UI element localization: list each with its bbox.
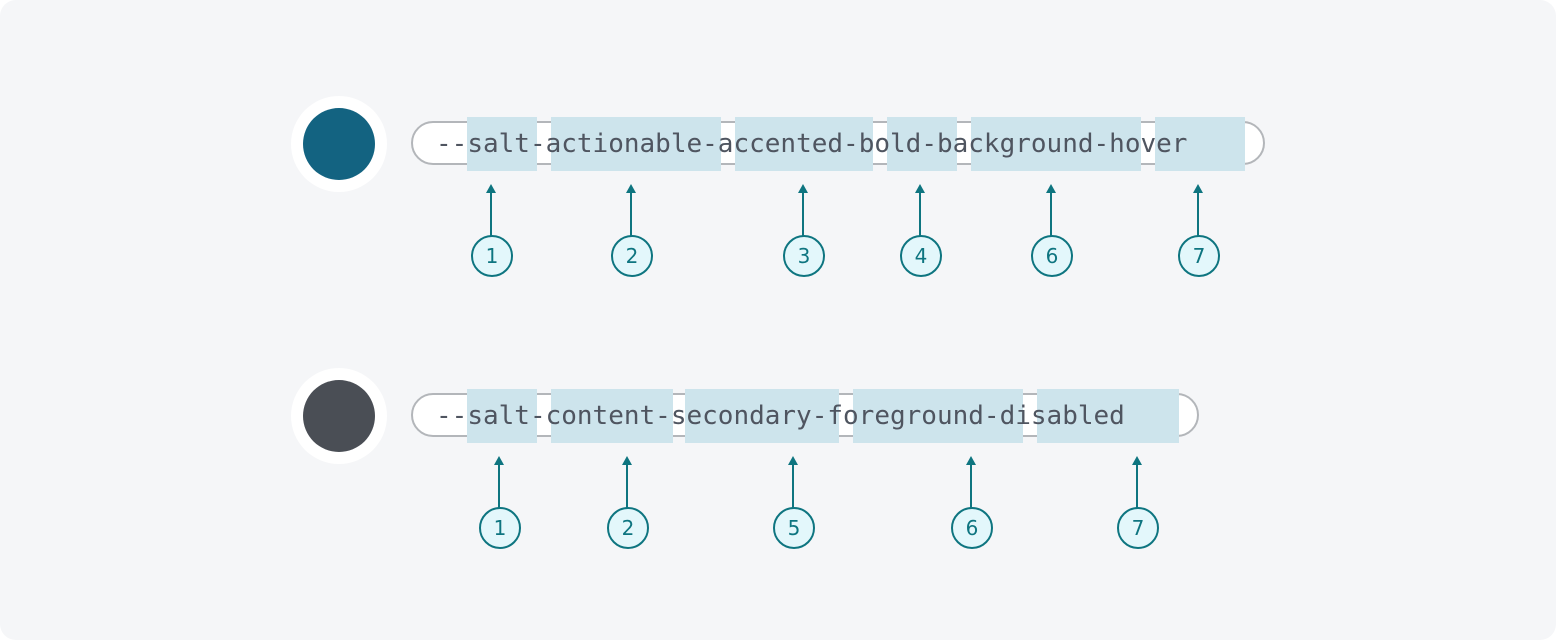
token-segment: content — [545, 401, 656, 431]
token-segment: - — [983, 401, 1000, 431]
swatch-dot — [303, 380, 375, 452]
arrow-up-icon — [1132, 456, 1142, 465]
arrow-up-icon — [798, 184, 808, 193]
token-segment: actionable — [545, 129, 703, 159]
highlight-disabled — [1037, 389, 1179, 443]
token-segment: - — [921, 129, 937, 159]
badge-4: 4 — [900, 235, 942, 277]
badge-7: 7 — [1178, 235, 1220, 277]
highlight-secondary — [685, 389, 839, 443]
swatch-dot — [303, 108, 375, 180]
token-segment: salt — [467, 129, 530, 159]
arrow-stem — [1197, 192, 1199, 236]
token-segment: - — [1093, 129, 1110, 159]
highlight-hover — [1155, 117, 1245, 171]
badge-2: 2 — [611, 235, 653, 277]
arrow-stem — [626, 464, 628, 508]
badge-6: 6 — [1031, 235, 1073, 277]
arrow-up-icon — [626, 184, 636, 193]
token-segment: - — [529, 129, 546, 159]
token-segment: -- — [436, 129, 468, 159]
token-segment: accented — [717, 129, 844, 159]
color-swatch-1 — [291, 96, 387, 192]
badge-5: 5 — [773, 507, 815, 549]
arrow-up-icon — [788, 456, 798, 465]
token-segment: - — [529, 401, 546, 431]
badge-3: 3 — [783, 235, 825, 277]
arrow-stem — [498, 464, 500, 508]
highlight-salt — [467, 117, 537, 171]
token-segment: salt — [467, 401, 530, 431]
arrow-up-icon — [494, 456, 504, 465]
color-swatch-2 — [291, 368, 387, 464]
token-segment: hover — [1109, 129, 1188, 159]
arrow-up-icon — [915, 184, 925, 193]
badge-1: 1 — [479, 507, 521, 549]
arrow-stem — [792, 464, 794, 508]
highlight-actionable — [551, 117, 721, 171]
highlight-bold — [887, 117, 957, 171]
arrow-stem — [1136, 464, 1138, 508]
badge-6: 6 — [951, 507, 993, 549]
highlight-salt — [467, 389, 537, 443]
arrow-stem — [919, 192, 921, 236]
highlight-background — [971, 117, 1141, 171]
highlight-foreground — [853, 389, 1023, 443]
token-name-1: --salt-actionable-accented-bold-backgrou… — [436, 118, 1187, 170]
token-name-2: --salt-content-secondary-foreground-disa… — [436, 390, 1125, 442]
arrow-stem — [630, 192, 632, 236]
arrow-stem — [1050, 192, 1052, 236]
badge-2: 2 — [607, 507, 649, 549]
token-segment: background — [936, 129, 1094, 159]
token-segment: secondary — [670, 401, 812, 431]
highlight-content — [551, 389, 673, 443]
arrow-stem — [490, 192, 492, 236]
arrow-up-icon — [966, 456, 976, 465]
token-segment: foreground — [827, 401, 984, 431]
token-segment: - — [843, 129, 859, 159]
arrow-up-icon — [1046, 184, 1056, 193]
token-segment: - — [655, 401, 671, 431]
arrow-up-icon — [486, 184, 496, 193]
badge-1: 1 — [471, 235, 513, 277]
token-segment: - — [811, 401, 828, 431]
highlight-accented — [735, 117, 873, 171]
arrow-stem — [802, 192, 804, 236]
token-segment: - — [702, 129, 718, 159]
badge-7: 7 — [1117, 507, 1159, 549]
arrow-up-icon — [622, 456, 632, 465]
arrow-stem — [970, 464, 972, 508]
token-segment: disabled — [999, 401, 1125, 431]
token-segment: bold — [858, 129, 922, 159]
arrow-up-icon — [1193, 184, 1203, 193]
token-segment: -- — [436, 401, 468, 431]
